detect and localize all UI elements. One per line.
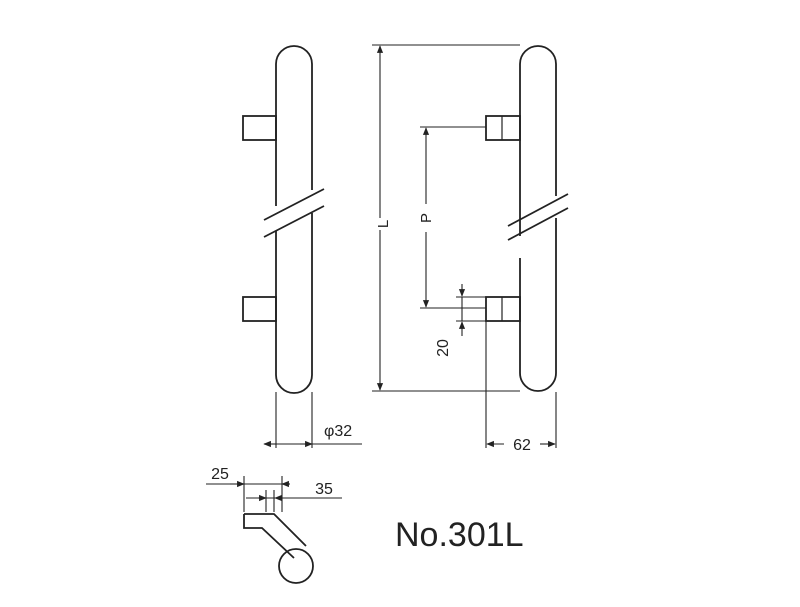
side-view: L P 20 62 <box>372 44 569 454</box>
bar-lower <box>275 213 313 394</box>
depth-label: 35 <box>315 481 333 498</box>
side-bar-lower <box>519 218 557 392</box>
bar-upper <box>275 45 313 206</box>
side-upper-post <box>485 115 521 141</box>
pitch-label: P <box>418 213 435 223</box>
break-line-b <box>263 205 325 238</box>
diameter-label: φ32 <box>324 423 352 440</box>
front-view: φ32 <box>242 45 362 448</box>
upper-post <box>242 115 277 141</box>
model-number: No.301L <box>395 516 524 554</box>
side-break-a <box>507 193 569 227</box>
side-lower-post <box>485 296 521 322</box>
side-bar-upper <box>519 45 557 236</box>
post-profile-inner <box>243 514 295 559</box>
projection-label: 62 <box>513 437 531 454</box>
post-profile-outer <box>244 513 307 547</box>
section-view: 25 35 <box>206 466 342 584</box>
side-break-b <box>507 207 569 241</box>
length-label: L <box>375 220 392 228</box>
width-label: 25 <box>211 466 229 483</box>
offset-label: 20 <box>435 339 452 357</box>
lower-post <box>242 296 277 322</box>
round-bar-section <box>278 548 314 584</box>
break-line-a <box>263 188 325 221</box>
